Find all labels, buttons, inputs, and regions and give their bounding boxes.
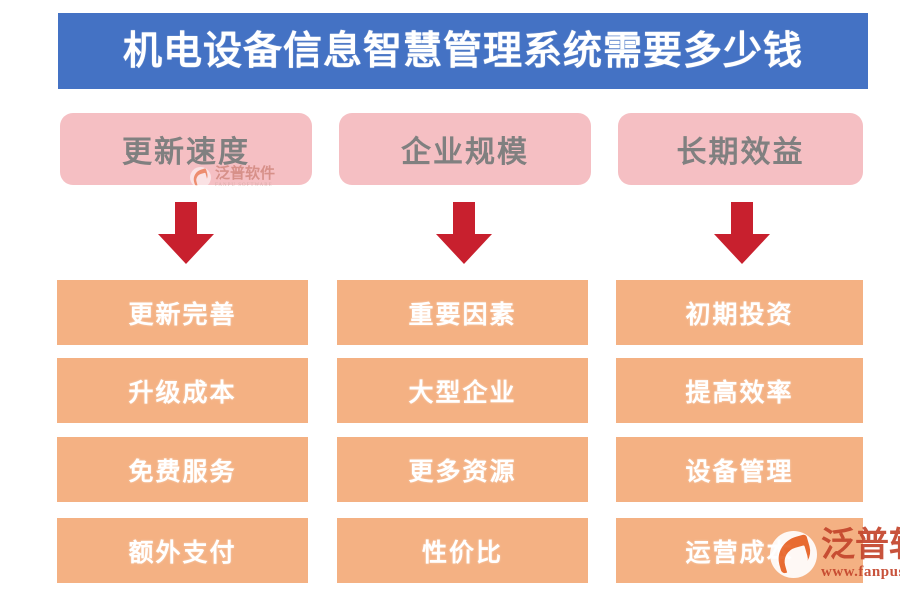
item-box-1-3: 免费服务 [57,437,308,502]
item-label-2-3: 更多资源 [408,457,517,486]
page-title: 机电设备信息智慧管理系统需要多少钱 [122,29,803,73]
item-label-3-1: 初期投资 [685,300,794,329]
category-label-1: 更新速度 [122,136,250,169]
down-arrow-icon-2 [434,202,494,264]
down-arrow-icon-3 [712,202,772,264]
item-box-2-1: 重要因素 [337,280,588,345]
category-box-2: 企业规模 [339,113,591,185]
item-box-3-2: 提高效率 [616,358,863,423]
item-label-2-1: 重要因素 [408,300,517,329]
item-label-2-2: 大型企业 [408,378,517,407]
category-box-3: 长期效益 [618,113,863,185]
item-label-1-3: 免费服务 [128,457,237,486]
category-label-2: 企业规模 [401,136,529,169]
item-label-2-4: 性价比 [421,538,503,567]
page-title-banner: 机电设备信息智慧管理系统需要多少钱 [58,13,868,89]
down-arrow-icon-1 [156,202,216,264]
item-box-3-1: 初期投资 [616,280,863,345]
item-label-3-4: 运营成本 [685,538,794,567]
category-label-3: 长期效益 [676,136,805,169]
item-label-1-4: 额外支付 [128,538,237,567]
item-label-1-1: 更新完善 [128,300,237,329]
item-label-1-2: 升级成本 [128,378,237,407]
item-label-3-3: 设备管理 [685,457,794,486]
item-box-3-4: 运营成本 [616,518,863,583]
item-box-2-3: 更多资源 [337,437,588,502]
item-label-3-2: 提高效率 [685,378,794,407]
category-box-1: 更新速度 [60,113,312,185]
item-box-2-4: 性价比 [337,518,588,583]
item-box-1-4: 额外支付 [57,518,308,583]
item-box-2-2: 大型企业 [337,358,588,423]
item-box-1-1: 更新完善 [57,280,308,345]
item-box-1-2: 升级成本 [57,358,308,423]
item-box-3-3: 设备管理 [616,437,863,502]
